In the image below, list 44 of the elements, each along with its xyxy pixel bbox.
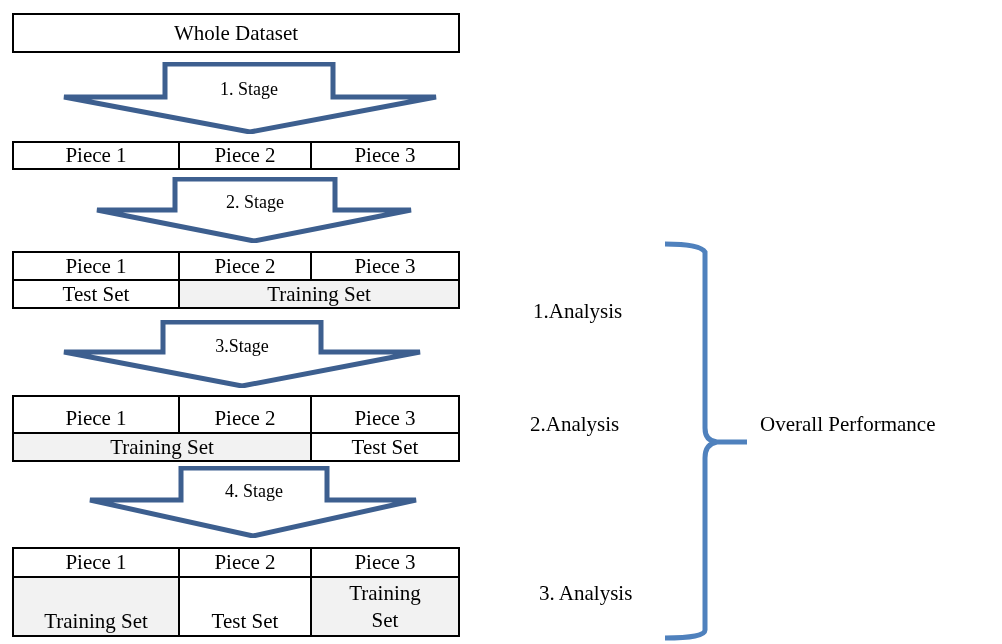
stage-label: 4. Stage	[225, 482, 283, 500]
cell-text: Piece 3	[354, 252, 416, 280]
cell-text: Test Set	[351, 433, 419, 461]
cell-text: Training Set	[110, 433, 214, 461]
cell-text: Training Set	[267, 280, 371, 308]
table-cell	[178, 279, 460, 309]
cell-text: Piece 1	[65, 252, 127, 280]
table-cell	[12, 251, 180, 281]
analysis-label: 3. Analysis	[539, 580, 633, 607]
cell-text: Test Set	[211, 608, 279, 635]
analysis-label: 1.Analysis	[533, 298, 623, 325]
cell-text: Piece 3	[354, 549, 416, 576]
cell-text: Whole Dataset	[173, 19, 299, 47]
cell-text: Piece 2	[214, 405, 276, 432]
cell-text: Training Set	[348, 579, 422, 634]
table-cell	[12, 432, 312, 462]
cell-text: Piece 2	[214, 142, 276, 169]
cell-text: Test Set	[62, 280, 130, 308]
cell-text: Piece 3	[354, 405, 416, 432]
cell-text: Piece 1	[65, 549, 127, 576]
table-cell	[310, 432, 460, 462]
table-cell	[178, 141, 312, 170]
cell-text: Training Set	[44, 608, 148, 635]
cell-text: Piece 2	[214, 549, 276, 576]
table-cell	[310, 141, 460, 170]
cell-text: Piece 1	[65, 142, 127, 169]
table-cell	[310, 251, 460, 281]
stage-label: 1. Stage	[220, 80, 278, 98]
analysis-label: Overall Performance	[760, 411, 936, 438]
table-cell	[310, 547, 460, 578]
table-cell	[12, 547, 180, 578]
analysis-label: 2.Analysis	[530, 411, 620, 438]
stage-label: 3.Stage	[215, 337, 269, 355]
table-cell	[12, 279, 180, 309]
table-cell	[12, 141, 180, 170]
table-cell	[12, 576, 180, 637]
table-cell	[12, 395, 180, 434]
table-cell	[12, 13, 460, 53]
cell-text: Piece 3	[354, 142, 416, 169]
table-cell	[310, 576, 460, 637]
stage-label: 2. Stage	[226, 193, 284, 211]
table-cell	[310, 395, 460, 434]
cell-text: Piece 2	[214, 252, 276, 280]
cell-text: Piece 1	[65, 405, 127, 432]
